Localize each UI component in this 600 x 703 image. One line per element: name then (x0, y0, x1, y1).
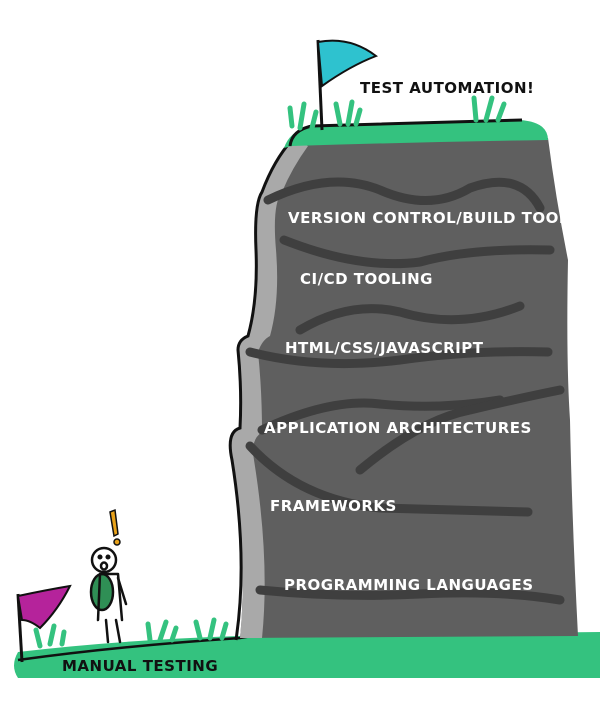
top-grass-tufts (287, 95, 507, 131)
step-label-version-control: VERSION CONTROL/BUILD TOOLS (288, 209, 581, 227)
backpack (89, 572, 115, 612)
cliff-highlight (230, 140, 308, 638)
ground-grass-tufts (33, 617, 229, 649)
step-label-html-css-js: HTML/CSS/JAVASCRIPT (285, 339, 484, 357)
rock-strata (245, 177, 565, 605)
step-label-architectures: APPLICATION ARCHITECTURES (264, 419, 532, 437)
goal-flag (316, 39, 379, 131)
exclamation-mark (109, 508, 121, 546)
start-flag (16, 584, 72, 663)
top-grass (284, 120, 548, 148)
start-label: MANUAL TESTING (62, 657, 219, 675)
step-label-frameworks: FRAMEWORKS (270, 497, 397, 515)
step-label-cicd: CI/CD TOOLING (300, 270, 433, 288)
step-label-programming-languages: PROGRAMMING LANGUAGES (284, 576, 534, 594)
cliff-outline (228, 138, 294, 641)
hiker-figure (89, 546, 128, 644)
goal-label: TEST AUTOMATION! (360, 79, 535, 97)
